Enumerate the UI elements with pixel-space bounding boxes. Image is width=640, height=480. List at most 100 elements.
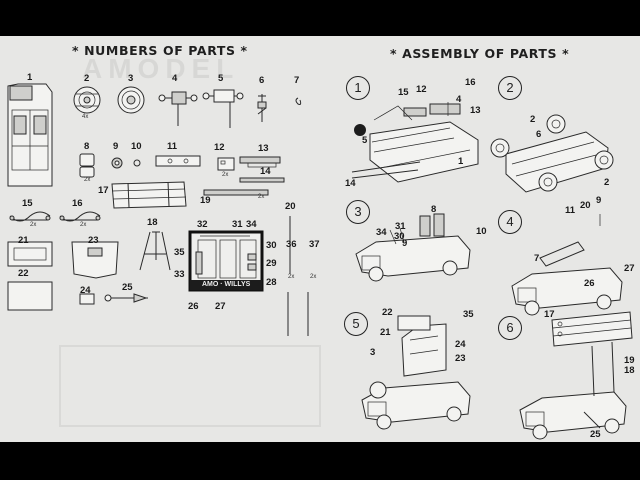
- callout-s2-6: 6: [536, 129, 542, 140]
- callout-s5-24: 24: [455, 339, 466, 350]
- part-label-35: 35: [174, 247, 185, 258]
- callout-s3-30: 30: [394, 231, 405, 242]
- part-11-bumper: [155, 155, 201, 167]
- qty-note-spring-16: 2x: [80, 222, 87, 228]
- part-label-5: 5: [218, 73, 224, 84]
- step-1-drawing: [351, 102, 479, 183]
- part-label-17: 17: [98, 185, 109, 196]
- callout-s4-7: 7: [534, 253, 540, 264]
- part-label-29: 29: [266, 258, 277, 269]
- part-24-small-block: [79, 293, 95, 305]
- part-label-3: 3: [128, 73, 134, 84]
- part-label-1: 1: [27, 72, 33, 83]
- step-6-marker: 6: [498, 316, 522, 340]
- part-4-axle: [158, 91, 198, 126]
- callout-s4-20: 20: [580, 200, 591, 211]
- part-label-28: 28: [266, 277, 277, 288]
- part-label-36: 36: [286, 239, 297, 250]
- part-13-running-board: [239, 156, 281, 168]
- part-3-wheel-hub: [117, 86, 145, 114]
- part-label-31: 31: [232, 219, 243, 230]
- step-2-marker: 2: [498, 76, 522, 100]
- callout-s4-27: 27: [624, 263, 635, 274]
- part-6-steering-column: [257, 94, 267, 122]
- part-label-10: 10: [131, 141, 142, 152]
- part-label-15: 15: [22, 198, 33, 209]
- part-label-8: 8: [84, 141, 90, 152]
- part-10-small-ring: [133, 159, 141, 167]
- step-5-drawing: [361, 315, 471, 430]
- callout-s1-12: 12: [416, 84, 427, 95]
- part-16-spring: [59, 211, 101, 222]
- svg-text:AMODEL: AMODEL: [82, 53, 239, 84]
- part-15-spring: [9, 211, 51, 222]
- part-18-tripod: [139, 231, 171, 271]
- part-label-30: 30: [266, 240, 277, 251]
- part-label-6: 6: [259, 75, 265, 86]
- callout-s5-22: 22: [382, 307, 393, 318]
- callout-s1-1: 1: [458, 156, 464, 167]
- part-label-2: 2: [84, 73, 90, 84]
- qty-note-rod-37: 2x: [310, 274, 317, 280]
- part-1-chassis: [7, 83, 53, 187]
- callout-s6-25: 25: [590, 429, 601, 440]
- callout-s5-23: 23: [455, 353, 466, 364]
- part-23-tarp: [71, 241, 119, 279]
- instruction-sheet: AMODEL: [0, 36, 640, 442]
- part-label-26: 26: [188, 301, 199, 312]
- callout-s1-13: 13: [470, 105, 481, 116]
- step-1-marker: 1: [346, 76, 370, 100]
- part-label-4: 4: [172, 73, 178, 84]
- part-label-37: 37: [309, 239, 320, 250]
- callout-s4-9: 9: [596, 195, 602, 206]
- part-sprue-tree: [188, 230, 264, 292]
- part-5-axle: [202, 89, 244, 128]
- callout-s3-34: 34: [376, 227, 387, 238]
- callout-s6-19: 19: [624, 355, 635, 366]
- callout-s5-35: 35: [463, 309, 474, 320]
- callout-s3-8: 8: [431, 204, 437, 215]
- part-label-32: 32: [197, 219, 208, 230]
- callout-s5-3: 3: [370, 347, 376, 358]
- part-label-9: 9: [113, 141, 119, 152]
- callout-s6-18: 18: [624, 365, 635, 376]
- part-label-23: 23: [88, 235, 99, 246]
- part-25-shovel: [104, 293, 148, 303]
- callout-s2-2a: 2: [530, 114, 536, 125]
- part-label-34: 34: [246, 219, 257, 230]
- qty-note-spring-15: 2x: [30, 222, 37, 228]
- part-14-long-bar: [239, 177, 285, 183]
- qty-note-lamp: 2x: [222, 172, 229, 178]
- sprue-brand-text: AMO · WILLYS: [202, 281, 251, 288]
- part-9-gear: [111, 157, 123, 169]
- part-label-16: 16: [72, 198, 83, 209]
- part-label-33: 33: [174, 269, 185, 280]
- part-label-7: 7: [294, 75, 300, 86]
- step-2-drawing: [490, 114, 614, 193]
- callout-s3-9: 9: [402, 238, 408, 249]
- instruction-artwork: AMODEL: [7, 53, 633, 440]
- callout-s4-26: 26: [584, 278, 595, 289]
- callout-s1-16: 16: [465, 77, 476, 88]
- qty-note-wheel: 4x: [82, 114, 89, 120]
- numbers-of-parts-heading: * NUMBERS OF PARTS *: [72, 43, 248, 58]
- callout-s4-11: 11: [565, 205, 576, 216]
- part-label-25: 25: [122, 282, 133, 293]
- step-6-drawing: [519, 311, 633, 440]
- part-label-21: 21: [18, 235, 29, 246]
- callout-s6-17: 17: [544, 309, 555, 320]
- watermark-graphic: AMODEL: [59, 53, 321, 427]
- qty-note-rod-36: 2x: [288, 274, 295, 280]
- part-22-panel: [7, 281, 53, 311]
- part-7-small-hook: [295, 97, 302, 105]
- callout-s1-4: 4: [456, 94, 462, 105]
- part-label-19: 19: [200, 195, 211, 206]
- part-19-strip: [203, 189, 269, 196]
- step-4-marker: 4: [498, 210, 522, 234]
- part-label-27: 27: [215, 301, 226, 312]
- step-3-marker: 3: [346, 200, 370, 224]
- step-4-drawing: [511, 214, 623, 316]
- callout-s5-21: 21: [380, 327, 391, 338]
- part-label-12: 12: [214, 142, 225, 153]
- qty-note-strip: 2x: [258, 194, 265, 200]
